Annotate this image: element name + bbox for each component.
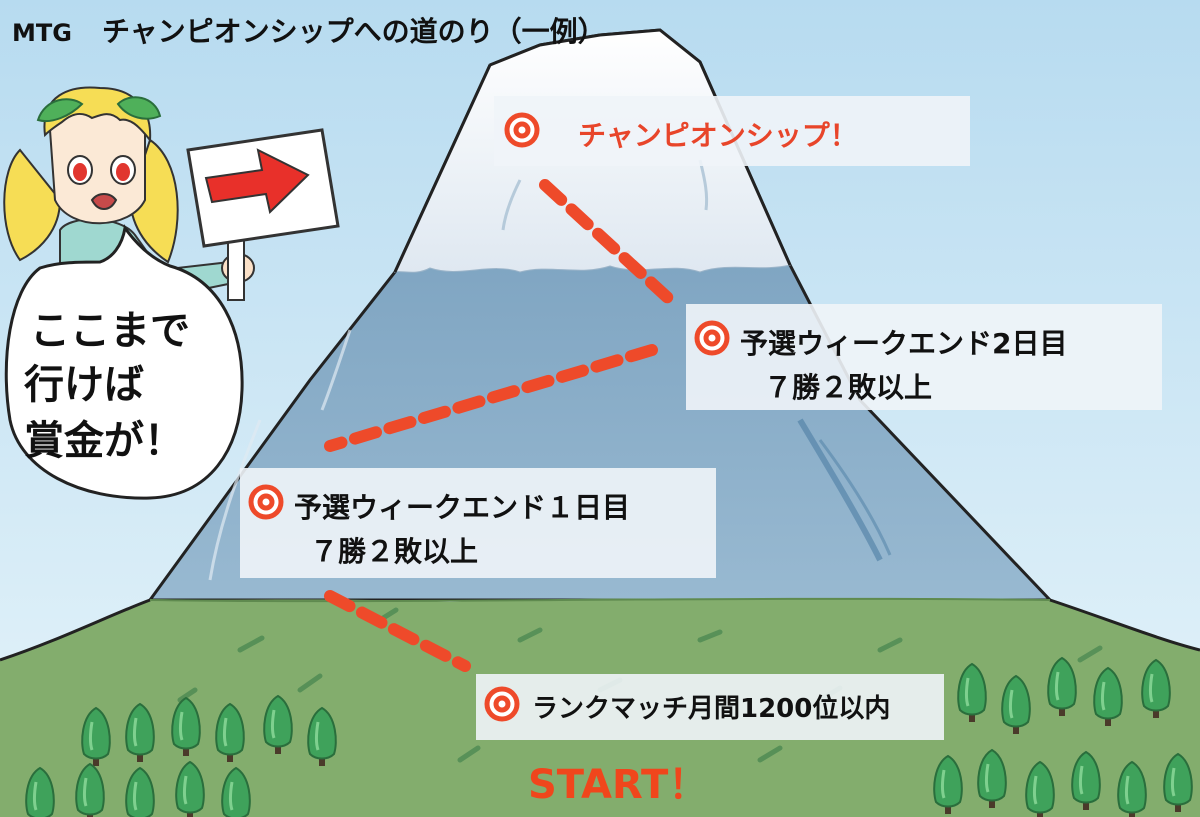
speech-line-3: 賞金が！ xyxy=(24,408,184,466)
page-title: MTG チャンピオンシップへの道のり（一例） xyxy=(12,10,606,50)
stage-championship-label: チャンピオンシップ！ xyxy=(578,114,858,154)
stage-championship: チャンピオンシップ！ xyxy=(494,96,970,166)
stage-qualifier-day2: 予選ウィークエンド2日目 ７勝２敗以上 xyxy=(686,304,1162,410)
stage-qualifier-day1: 予選ウィークエンド１日目 ７勝２敗以上 xyxy=(240,468,716,578)
title-main: チャンピオンシップへの道のり（一例） xyxy=(102,15,606,48)
double-circle-target-icon xyxy=(248,484,284,520)
stage-qualifier-day2-title: 予選ウィークエンド2日目 xyxy=(740,322,1067,362)
speech-line-1: ここまで xyxy=(30,298,190,356)
stage-ranked-match: ランクマッチ月間1200位以内 xyxy=(476,674,944,740)
double-circle-target-icon xyxy=(504,112,540,148)
title-prefix: MTG xyxy=(12,19,72,47)
start-label: START！ xyxy=(528,752,708,810)
stage-qualifier-day1-title: 予選ウィークエンド１日目 xyxy=(294,486,630,526)
double-circle-target-icon xyxy=(484,686,520,722)
stage-qualifier-day1-condition: ７勝２敗以上 xyxy=(310,530,478,570)
speech-line-2: 行けば xyxy=(24,352,144,410)
stage-ranked-match-label: ランクマッチ月間1200位以内 xyxy=(532,688,890,725)
stage-qualifier-day2-condition: ７勝２敗以上 xyxy=(764,366,932,406)
double-circle-target-icon xyxy=(694,320,730,356)
